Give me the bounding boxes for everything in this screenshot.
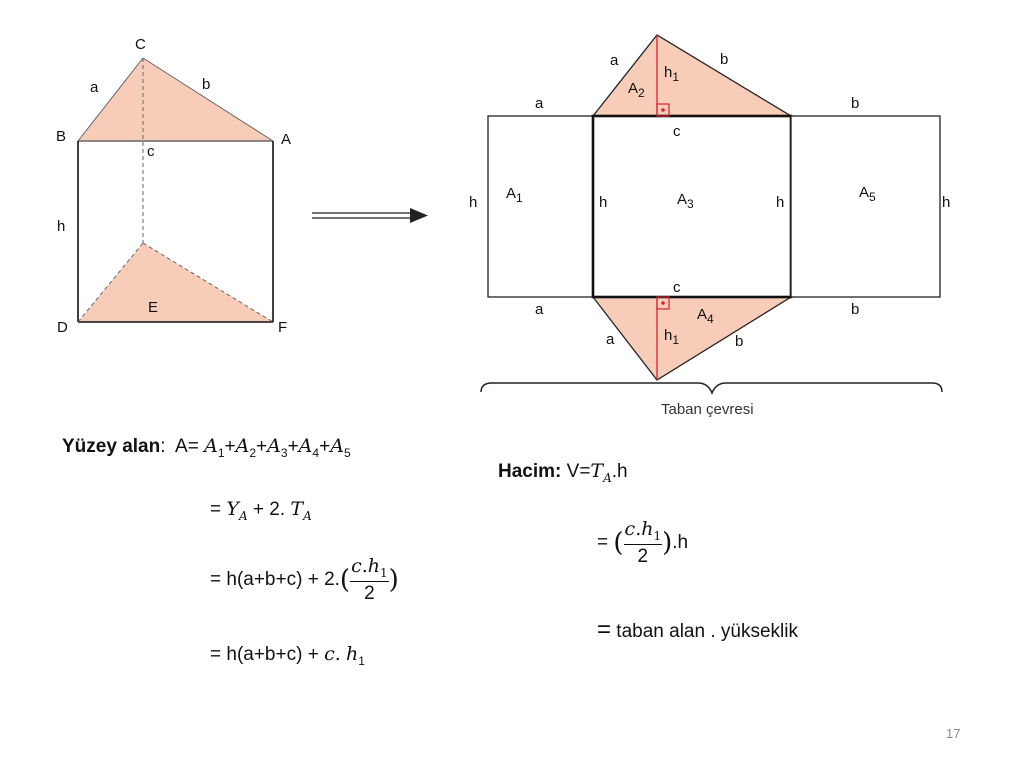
double-arrow xyxy=(312,208,428,223)
net-h-right: h xyxy=(942,194,951,211)
net-a-top-left: a xyxy=(535,95,544,112)
brace-caption: Taban çevresi xyxy=(661,401,754,418)
net-top-triangle xyxy=(591,34,794,117)
net-h1-bottom: h1 xyxy=(664,327,680,347)
volume-line-1: Hacim: V=TA.h xyxy=(498,460,628,485)
volume-line-3: = taban alan . yükseklik xyxy=(597,616,798,643)
volume-line-2: = ( c.h1 2 ).h xyxy=(597,518,689,567)
net-right-angle-top xyxy=(656,103,670,117)
prism-top-face xyxy=(78,58,273,141)
surface-formula-prefix: A= xyxy=(175,436,199,457)
net-b-top-right: b xyxy=(851,95,860,112)
net-h-mid-right: h xyxy=(776,194,785,211)
net-h1-top: h1 xyxy=(664,64,680,84)
net-A4-label: A4 xyxy=(697,306,714,326)
prism-vertex-c: C xyxy=(135,36,146,53)
net-face-A1 xyxy=(487,115,594,298)
net-A1-label: A1 xyxy=(506,185,523,205)
net-h-mid-left: h xyxy=(599,194,608,211)
net-a-bottom-left: a xyxy=(535,301,544,318)
surface-line-1: Yüzey alan: A= A1+A2+A3+A4+A5 xyxy=(62,435,351,460)
net-h-left: h xyxy=(469,194,478,211)
prism-hidden-edge-right xyxy=(142,242,274,323)
prism-net xyxy=(487,34,941,381)
prism-edge-b-label: b xyxy=(202,76,211,93)
prism-vertex-d: D xyxy=(57,319,68,336)
net-right-angle-bottom xyxy=(656,296,670,310)
net-c-top: c xyxy=(673,123,681,140)
prism-edge-h-label: h xyxy=(57,218,66,235)
prism-edge-a-label: a xyxy=(90,79,99,96)
net-bottom-tri-a: a xyxy=(606,331,615,348)
surface-line-2: = YA + 2. TA xyxy=(210,498,312,523)
net-A2-label: A2 xyxy=(628,80,645,100)
net-top-tri-a: a xyxy=(610,52,619,69)
prism-base-e-label: E xyxy=(148,299,159,316)
net-b-bottom-right: b xyxy=(851,301,860,318)
net-face-A5 xyxy=(790,115,941,298)
prism-vertex-f: F xyxy=(278,319,288,336)
net-c-bottom: c xyxy=(673,279,681,296)
surface-line-4: = h(a+b+c) + c. h1 xyxy=(210,643,365,668)
surface-line-3: = h(a+b+c) + 2.( c.h1 2 ) xyxy=(210,555,399,604)
prism-edge-c-label: c xyxy=(147,143,155,160)
net-bottom-triangle xyxy=(591,296,794,381)
net-A3-label: A3 xyxy=(677,191,694,211)
net-bottom-tri-b: b xyxy=(735,333,744,350)
volume-title: Hacim: xyxy=(498,461,562,482)
prism-figure xyxy=(77,57,274,323)
surface-title: Yüzey alan xyxy=(62,436,161,457)
net-A5-label: A5 xyxy=(859,184,876,204)
prism-edge-bc xyxy=(77,57,144,142)
page-number: 17 xyxy=(946,726,961,741)
prism-vertex-b: B xyxy=(56,128,67,145)
net-top-tri-b: b xyxy=(720,51,729,68)
prism-hidden-edge-left xyxy=(77,242,144,323)
prism-vertex-a: A xyxy=(281,131,292,148)
prism-bottom-face xyxy=(78,243,273,322)
prism-edge-ca xyxy=(142,57,274,142)
perimeter-brace xyxy=(480,382,943,396)
